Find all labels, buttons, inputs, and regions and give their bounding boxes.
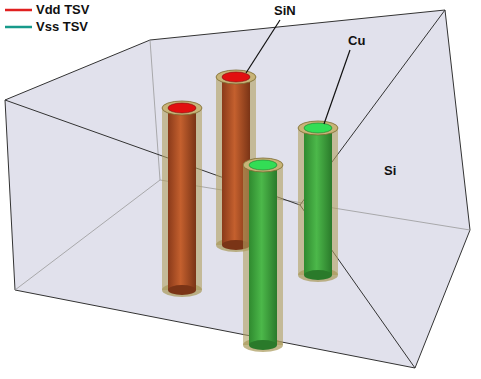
leader-line [324,50,350,124]
legend-text: Vss TSV [36,20,88,33]
hidden-edges [15,40,470,290]
legend-line [5,26,32,29]
part-label: Cu [348,34,365,47]
legend-line [5,9,32,12]
vss-tsv [243,158,283,352]
part-label: SiN [274,4,296,17]
leader-line [246,20,280,73]
part-label: Si [384,164,396,177]
si-block [5,10,470,368]
box-edges [5,10,445,368]
vdd-tsv [162,101,202,297]
legend-text: Vdd TSV [36,3,89,16]
vss-tsv [298,121,338,282]
